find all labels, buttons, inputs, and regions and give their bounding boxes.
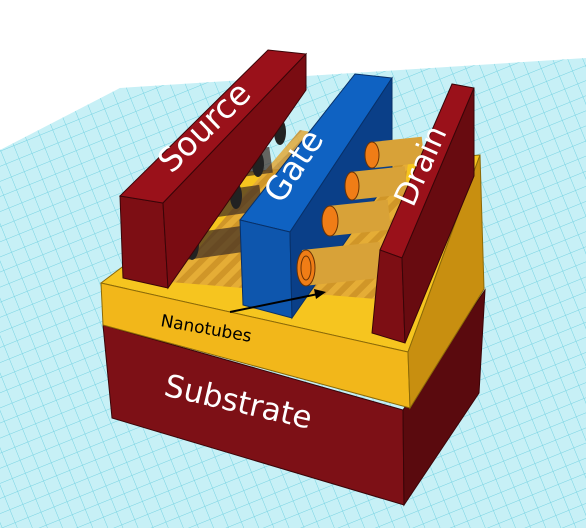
nanotube	[364, 136, 425, 169]
annotation-arrow	[229, 293, 319, 313]
nanotube	[344, 166, 408, 201]
source-electrode-front	[119, 195, 169, 289]
source-electrode-right	[162, 52, 307, 290]
gate-electrode-front	[239, 219, 293, 319]
nanotube	[321, 199, 391, 237]
drain-electrode-side	[401, 87, 475, 344]
annotation-arrowhead	[314, 289, 326, 299]
nanotube	[296, 241, 384, 287]
